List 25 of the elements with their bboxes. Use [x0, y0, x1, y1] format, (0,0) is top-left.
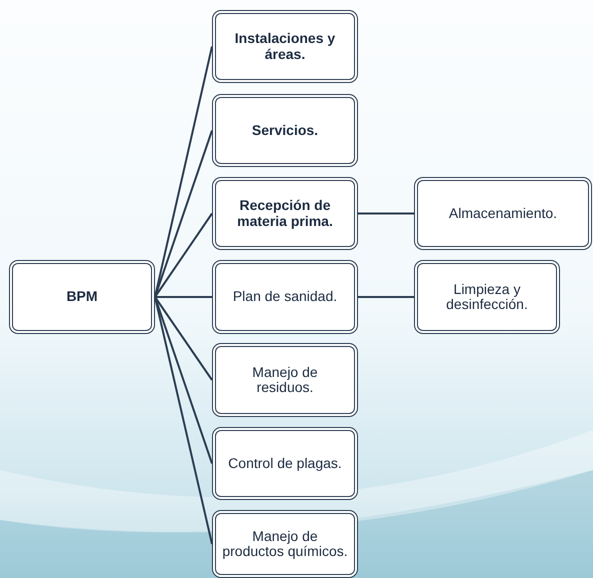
process-box	[212, 510, 358, 578]
connector-line	[358, 296, 414, 298]
connector-line	[154, 212, 213, 298]
box-label: Instalaciones y áreas.	[234, 31, 336, 62]
connector-line	[154, 296, 213, 381]
process-box	[9, 260, 155, 334]
process-box	[212, 343, 358, 417]
process-box	[212, 177, 358, 250]
box-label: Servicios.	[252, 122, 318, 138]
process-box	[212, 427, 358, 500]
connector-line	[358, 212, 414, 214]
process-box	[212, 10, 358, 83]
connector-line	[155, 296, 212, 298]
box-label: Manejo de residuos.	[251, 364, 319, 396]
box-label: Manejo de productos químicos.	[222, 528, 348, 560]
process-box	[212, 260, 358, 334]
box-label: BPM	[66, 289, 98, 305]
process-box	[414, 177, 592, 250]
box-label: Control de plagas.	[228, 456, 342, 472]
process-box	[414, 260, 560, 334]
box-label: Limpieza y desinfección.	[445, 282, 529, 312]
box-label: Plan de sanidad.	[232, 289, 338, 305]
process-box	[212, 94, 358, 167]
box-label: Recepción de materia prima.	[236, 198, 334, 229]
box-label: Almacenamiento.	[448, 206, 558, 222]
